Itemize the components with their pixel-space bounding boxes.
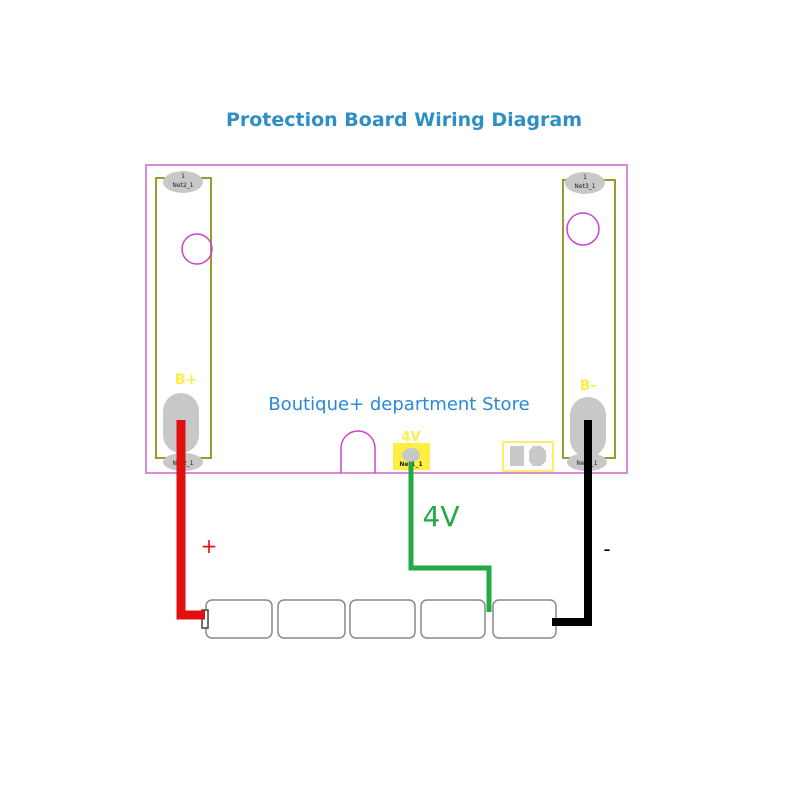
battery-cell [492, 599, 557, 639]
right-top-pad-number: 1 [583, 174, 587, 181]
battery-pack [201, 599, 557, 639]
positive-label: + [201, 534, 218, 558]
battery-cell [349, 599, 416, 639]
connector-outline [502, 441, 554, 472]
positive-wire [176, 420, 205, 620]
right-top-pad [565, 172, 605, 194]
battery-cell [420, 599, 486, 639]
protection-board-outline [145, 164, 628, 474]
negative-wire [552, 420, 592, 626]
left-mounting-hole [181, 233, 213, 265]
negative-label: - [603, 537, 610, 561]
mid-tap-pad [402, 448, 420, 462]
b-minus-label: B- [580, 378, 597, 394]
battery-cell [277, 599, 346, 639]
connector-octagon-pad [529, 446, 546, 466]
connector-square-pad [510, 446, 524, 466]
left-top-pad-net: Net2_1 [172, 182, 193, 189]
diagram-title: Protection Board Wiring Diagram [226, 109, 582, 131]
b-plus-label: B+ [175, 372, 197, 388]
mid-tap-label: 4V [423, 500, 460, 533]
left-top-pad-number: 1 [181, 173, 185, 180]
mid-tap-wire [408, 462, 492, 612]
right-mounting-hole [566, 212, 600, 246]
battery-cell [205, 599, 273, 639]
right-top-pad-net: Net3_1 [574, 183, 595, 190]
mid-tap-silk-label: 4V [401, 430, 420, 445]
store-watermark: Boutique+ department Store [268, 394, 529, 415]
arch-component-outline [340, 430, 376, 473]
left-top-pad [163, 171, 203, 193]
